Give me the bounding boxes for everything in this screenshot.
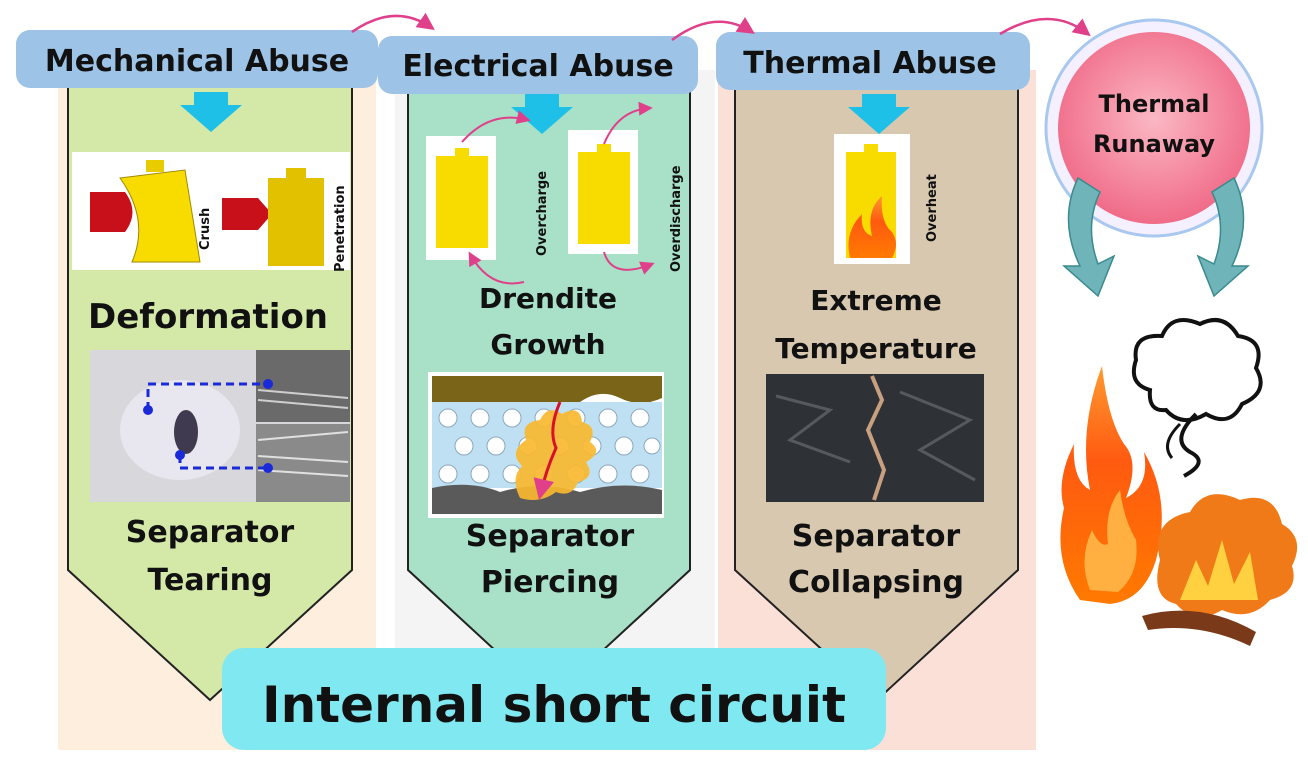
crushed-battery-icon: [119, 169, 201, 263]
runaway-line2: Runaway: [1093, 130, 1215, 158]
explosion-debris-icon: [1142, 610, 1256, 646]
electrical-header: Electrical Abuse: [402, 49, 673, 84]
connector-arrow-3: [999, 17, 1091, 37]
thermal-result-line2: Collapsing: [788, 565, 964, 600]
mechanical-effect-label: Deformation: [88, 297, 328, 337]
electrical-effect-line1: Drendite: [479, 282, 617, 315]
separator-photo-hole: [174, 410, 198, 454]
electrical-result-line2: Piercing: [481, 565, 619, 600]
overdischarge-curve-top: [603, 101, 653, 145]
overdischarge-curve-bottom: [603, 251, 655, 275]
crushed-battery-terminal: [146, 160, 164, 172]
sem-image-bottom-texture: [257, 431, 349, 477]
callout-dot: [263, 379, 273, 389]
electrical-header-box: [378, 36, 698, 94]
penetrated-battery-terminal: [286, 168, 306, 180]
connector-arrow-1: [351, 12, 435, 34]
overheat-label: Overheat: [925, 174, 940, 242]
fire-icon: [1060, 366, 1162, 604]
mechanical-result-line1: Separator: [126, 515, 295, 550]
collapsed-separator-texture: [775, 390, 976, 482]
overdischarge-label: Overdischarge: [669, 165, 684, 272]
crush-impactor-icon: [90, 192, 133, 232]
fire-inner-icon: [1084, 490, 1137, 592]
runaway-arrow-left: [1062, 176, 1116, 298]
runaway-circle: [1058, 32, 1250, 224]
thermal-down-arrow: [848, 94, 910, 134]
bottom-banner-text: Internal short circuit: [262, 676, 846, 734]
thermal-header: Thermal Abuse: [743, 46, 996, 81]
explosion-core-icon: [1180, 540, 1258, 600]
collapsed-separator-photo: [766, 374, 984, 502]
callout-dot: [175, 450, 185, 460]
thermal-effect-line1: Extreme: [810, 284, 942, 317]
callout-dot: [263, 463, 273, 473]
smoke-trail: [1179, 412, 1201, 478]
connector-arrow-2: [671, 17, 755, 42]
overcharge-label: Overcharge: [535, 171, 550, 256]
mechanical-down-arrow: [180, 92, 242, 132]
overheat-battery-terminal: [864, 144, 878, 153]
callout-dot: [143, 405, 153, 415]
overdischarge-battery-icon: [578, 152, 630, 244]
overdischarge-battery-terminal: [597, 144, 611, 153]
overheat-flame-icon: [848, 196, 896, 258]
mechanical-result-line2: Tearing: [148, 563, 273, 598]
callout-line-top: [146, 382, 268, 410]
overcharge-curve-bottom: [468, 251, 525, 285]
smoke-cloud-icon: [1131, 318, 1263, 422]
sem-image-top-texture: [257, 389, 349, 409]
runaway-arrow-right: [1196, 176, 1250, 298]
mechanical-header: Mechanical Abuse: [45, 44, 349, 79]
thermal-header-box: [716, 32, 1030, 90]
mechanical-header-box: [16, 30, 378, 88]
electrical-effect-line2: Growth: [490, 328, 605, 361]
electrical-result-line1: Separator: [466, 519, 635, 554]
runaway-line1: Thermal: [1099, 90, 1210, 118]
overcharge-battery-terminal: [455, 148, 469, 157]
electrical-down-arrow: [511, 94, 573, 134]
penetration-nail-icon: [222, 198, 272, 230]
smoke-trail: [1166, 422, 1182, 459]
dendrite-top-electrode: [432, 376, 662, 403]
thermal-effect-line2: Temperature: [775, 332, 976, 365]
overcharge-curve-top: [461, 110, 531, 143]
penetrated-battery-icon: [268, 178, 324, 266]
thermal-result-line1: Separator: [792, 519, 961, 554]
penetration-label: Penetration: [333, 185, 348, 272]
dendrite-short-path: [533, 401, 562, 501]
overcharge-battery-icon: [436, 156, 488, 248]
collapsed-separator-crack: [865, 375, 887, 501]
bottom-banner-box: [222, 648, 886, 750]
crush-label: Crush: [198, 208, 213, 250]
